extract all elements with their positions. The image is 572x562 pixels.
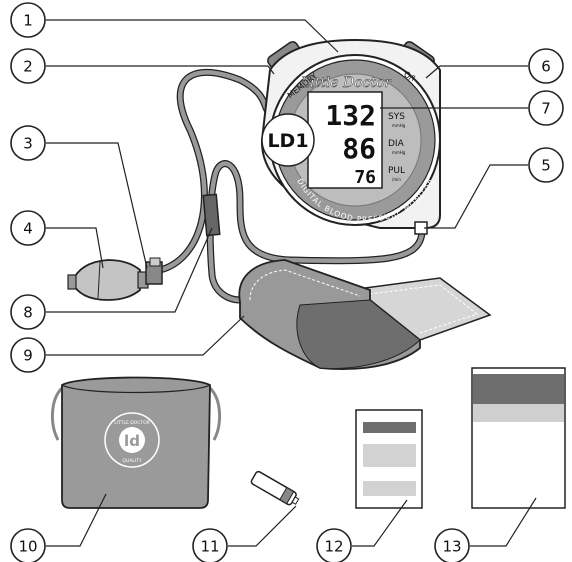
svg-text:2: 2 bbox=[23, 58, 33, 76]
callout-5: 5 bbox=[528, 147, 564, 183]
svg-text:3: 3 bbox=[23, 135, 33, 153]
cuff-inner-shade bbox=[296, 299, 421, 370]
pouch-logo-letters: ld bbox=[124, 432, 140, 450]
model-badge bbox=[261, 113, 315, 167]
leader-8 bbox=[46, 227, 213, 313]
manual-stripe-dark bbox=[363, 422, 416, 433]
battery-body bbox=[250, 470, 297, 506]
cuff-tail-stitch bbox=[354, 284, 479, 334]
monitor: DIGITAL BLOOD PRESSURE MONITOR 132 86 76… bbox=[260, 38, 441, 235]
diastolic-value: 86 bbox=[342, 132, 376, 165]
callout-4: 4 bbox=[10, 210, 46, 246]
pouch-drawstring-right bbox=[208, 386, 221, 441]
air-release-knob bbox=[149, 257, 161, 267]
model-label: LD1 bbox=[267, 130, 308, 152]
dia-label: DIA bbox=[388, 139, 405, 149]
battery-band bbox=[279, 486, 295, 505]
sys-unit: mmHg bbox=[392, 123, 406, 128]
leader-3 bbox=[46, 142, 148, 269]
leader-10 bbox=[46, 493, 107, 547]
svg-text:4: 4 bbox=[23, 220, 33, 238]
bulb-body bbox=[71, 259, 141, 301]
svg-text:5: 5 bbox=[541, 157, 551, 175]
callout-1: 1 bbox=[10, 2, 46, 38]
callout-12: 12 bbox=[316, 528, 352, 562]
svg-text:8: 8 bbox=[23, 304, 33, 322]
systolic-value: 132 bbox=[325, 99, 376, 132]
pouch-logo-inner bbox=[119, 427, 145, 453]
svg-text:12: 12 bbox=[324, 538, 343, 556]
card-stripe-light bbox=[473, 404, 564, 422]
svg-text:1: 1 bbox=[23, 12, 33, 30]
bulb-tube-fill bbox=[157, 70, 273, 273]
storage-pouch: ld LITTLE DOCTOR QUALITY bbox=[51, 376, 221, 509]
cuff-stitch bbox=[249, 269, 361, 301]
pul-label: PUL bbox=[388, 166, 405, 176]
battery bbox=[250, 470, 300, 506]
pul-unit: /min bbox=[392, 177, 401, 182]
bulb-valve bbox=[67, 274, 77, 290]
svg-text:11: 11 bbox=[200, 538, 219, 556]
callouts: 1 2 3 4 5 6 7 8 9 10 11 12 13 bbox=[10, 2, 564, 562]
manual-stripe-light bbox=[363, 444, 416, 467]
leader-12 bbox=[352, 499, 408, 547]
leader-1 bbox=[46, 19, 339, 53]
brand-logo: Little Doctor bbox=[300, 75, 393, 91]
warranty-card bbox=[471, 367, 566, 509]
leader-5 bbox=[424, 164, 528, 229]
pulse-value: 76 bbox=[354, 167, 376, 188]
svg-text:13: 13 bbox=[442, 538, 461, 556]
leader-lines bbox=[46, 19, 537, 547]
callout-3: 3 bbox=[10, 125, 46, 161]
pouch-drawstring-left bbox=[51, 386, 64, 441]
instruction-manual bbox=[355, 409, 423, 509]
callout-10: 10 bbox=[10, 528, 46, 562]
svg-text:7: 7 bbox=[541, 100, 551, 118]
leader-2 bbox=[46, 65, 275, 75]
sys-label: SYS bbox=[388, 112, 405, 122]
leader-11 bbox=[228, 505, 297, 547]
cuff-tube-fill bbox=[207, 161, 425, 303]
battery-terminal bbox=[291, 496, 300, 505]
arm-cuff bbox=[238, 259, 492, 371]
dia-unit: mmHg bbox=[392, 150, 406, 155]
callout-13: 13 bbox=[434, 528, 470, 562]
pouch-logo-top: LITTLE DOCTOR bbox=[114, 420, 150, 426]
tubes bbox=[156, 68, 426, 304]
inflation-bulb bbox=[67, 257, 163, 301]
card-stripe-dark bbox=[473, 374, 564, 404]
lcd-screen bbox=[307, 91, 383, 189]
leader-6 bbox=[425, 65, 528, 79]
manual-stripe-light-2 bbox=[363, 481, 416, 496]
callout-8: 8 bbox=[10, 294, 46, 330]
pouch-hem bbox=[61, 384, 211, 394]
tube-connector-8 bbox=[202, 193, 221, 237]
bulb-seam bbox=[97, 261, 101, 299]
svg-text:10: 10 bbox=[18, 538, 37, 556]
leader-9 bbox=[46, 315, 245, 356]
svg-text:6: 6 bbox=[541, 58, 551, 76]
callout-7: 7 bbox=[528, 90, 564, 126]
svg-text:9: 9 bbox=[23, 347, 33, 365]
callout-2: 2 bbox=[10, 48, 46, 84]
callout-11: 11 bbox=[192, 528, 228, 562]
callout-9: 9 bbox=[10, 337, 46, 373]
leader-13 bbox=[470, 497, 537, 547]
leader-4 bbox=[46, 227, 104, 269]
callout-6: 6 bbox=[528, 48, 564, 84]
pouch-logo-bottom: QUALITY bbox=[122, 458, 141, 464]
